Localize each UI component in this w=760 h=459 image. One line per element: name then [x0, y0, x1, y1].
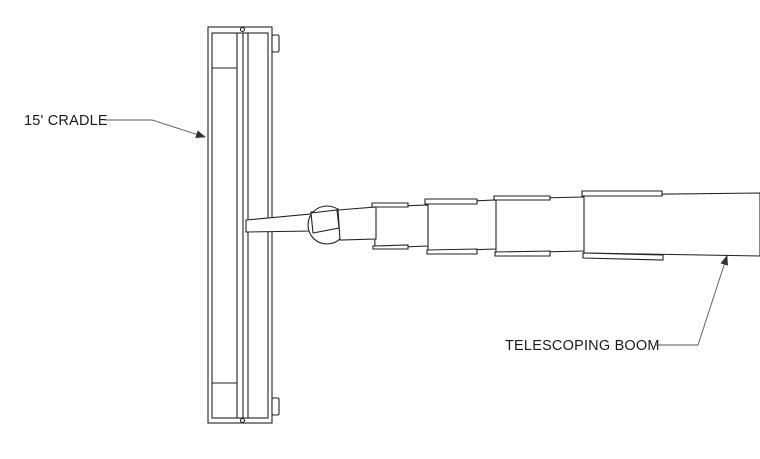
cradle-callout: 15' CRADLE	[24, 113, 206, 139]
cradle-label: 15' CRADLE	[24, 113, 108, 129]
boom-section-1	[373, 204, 429, 249]
boom-section-4-bottom-collar	[582, 252, 664, 261]
cradle-pad-top	[271, 34, 280, 53]
cradle-pad-bottom	[271, 397, 280, 416]
cradle-bolt-top	[239, 26, 246, 33]
cradle	[207, 26, 280, 424]
boom-section-3-top-collar	[493, 195, 551, 201]
boom-section-4	[582, 192, 760, 257]
boom-tip	[337, 206, 377, 241]
boom-section-2	[426, 199, 497, 252]
telescoping-boom	[337, 190, 760, 261]
connector-arm	[245, 205, 347, 245]
boom-section-1-top-collar	[371, 202, 409, 208]
cradle-bolt-bottom	[239, 417, 246, 424]
boom-section-4-top-collar	[581, 190, 663, 197]
boom-callout: TELESCOPING BOOM	[505, 255, 729, 354]
boom-label: TELESCOPING BOOM	[505, 338, 660, 354]
boom-section-2-bottom-collar	[426, 248, 478, 255]
connector-bar	[245, 213, 314, 233]
boom-leader-line	[655, 255, 729, 346]
boom-section-2-top-collar	[424, 198, 478, 205]
boom-section-1-bottom-collar	[372, 244, 409, 250]
cradle-leader-line	[104, 119, 206, 139]
boom-section-3	[494, 196, 585, 254]
boom-section-3-bottom-collar	[494, 250, 551, 257]
